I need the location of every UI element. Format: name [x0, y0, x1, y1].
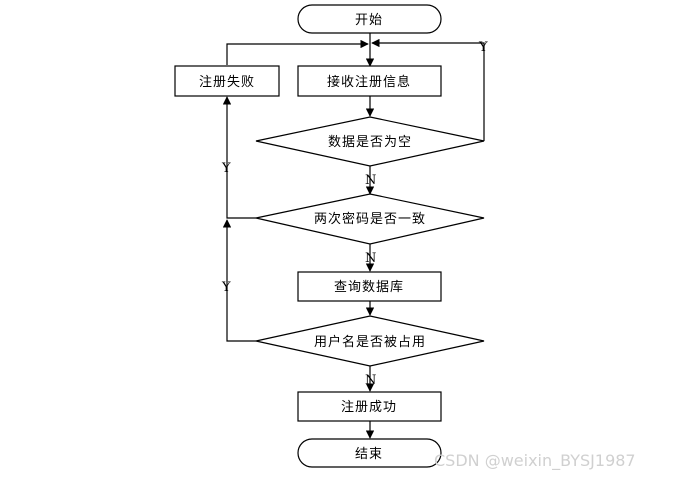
end-terminal: [297, 438, 442, 468]
node-end: 结束: [297, 438, 442, 468]
start-label: 开始: [355, 13, 383, 28]
user-check-label: 用户名是否被占用: [314, 334, 426, 350]
label-user-no: N: [365, 373, 376, 388]
query-db-box: [297, 271, 442, 302]
receive-box: [297, 65, 442, 97]
watermark: CSDN @weixin_BYSJ1987: [434, 451, 636, 471]
user-check-diamond: [255, 315, 485, 367]
edge-pwd-yes: [222, 96, 256, 219]
edge-user-yes: [222, 219, 256, 342]
edge-labels: Y N Y N Y N: [221, 40, 488, 388]
receive-label: 接收注册信息: [327, 74, 411, 90]
node-empty-check: 数据是否为空: [255, 116, 485, 167]
fail-box: [174, 65, 280, 97]
success-box: [297, 391, 442, 422]
node-success: 注册成功: [297, 391, 442, 422]
pwd-check-label: 两次密码是否一致: [314, 211, 426, 227]
success-label: 注册成功: [341, 400, 397, 415]
connectors: [222, 33, 485, 439]
label-empty-yes: Y: [478, 40, 488, 55]
node-fail: 注册失败: [174, 65, 280, 97]
empty-check-label: 数据是否为空: [328, 135, 412, 150]
node-receive: 接收注册信息: [297, 65, 442, 97]
end-label: 结束: [355, 447, 383, 462]
node-start: 开始: [297, 4, 442, 34]
node-pwd-check: 两次密码是否一致: [255, 193, 485, 245]
edge-empty-yes-loop: [371, 38, 485, 141]
pwd-check-diamond: [255, 193, 485, 245]
label-user-yes: Y: [221, 280, 231, 295]
label-pwd-yes: Y: [221, 161, 231, 176]
start-terminal: [297, 4, 442, 34]
fail-label: 注册失败: [199, 75, 255, 90]
edge-fail-to-merge: [226, 39, 369, 65]
empty-check-diamond: [255, 116, 485, 167]
label-pwd-no: N: [365, 251, 376, 266]
label-empty-no: N: [365, 173, 376, 188]
query-db-label: 查询数据库: [334, 279, 404, 295]
node-user-check: 用户名是否被占用: [255, 315, 485, 367]
node-query-db: 查询数据库: [297, 271, 442, 302]
